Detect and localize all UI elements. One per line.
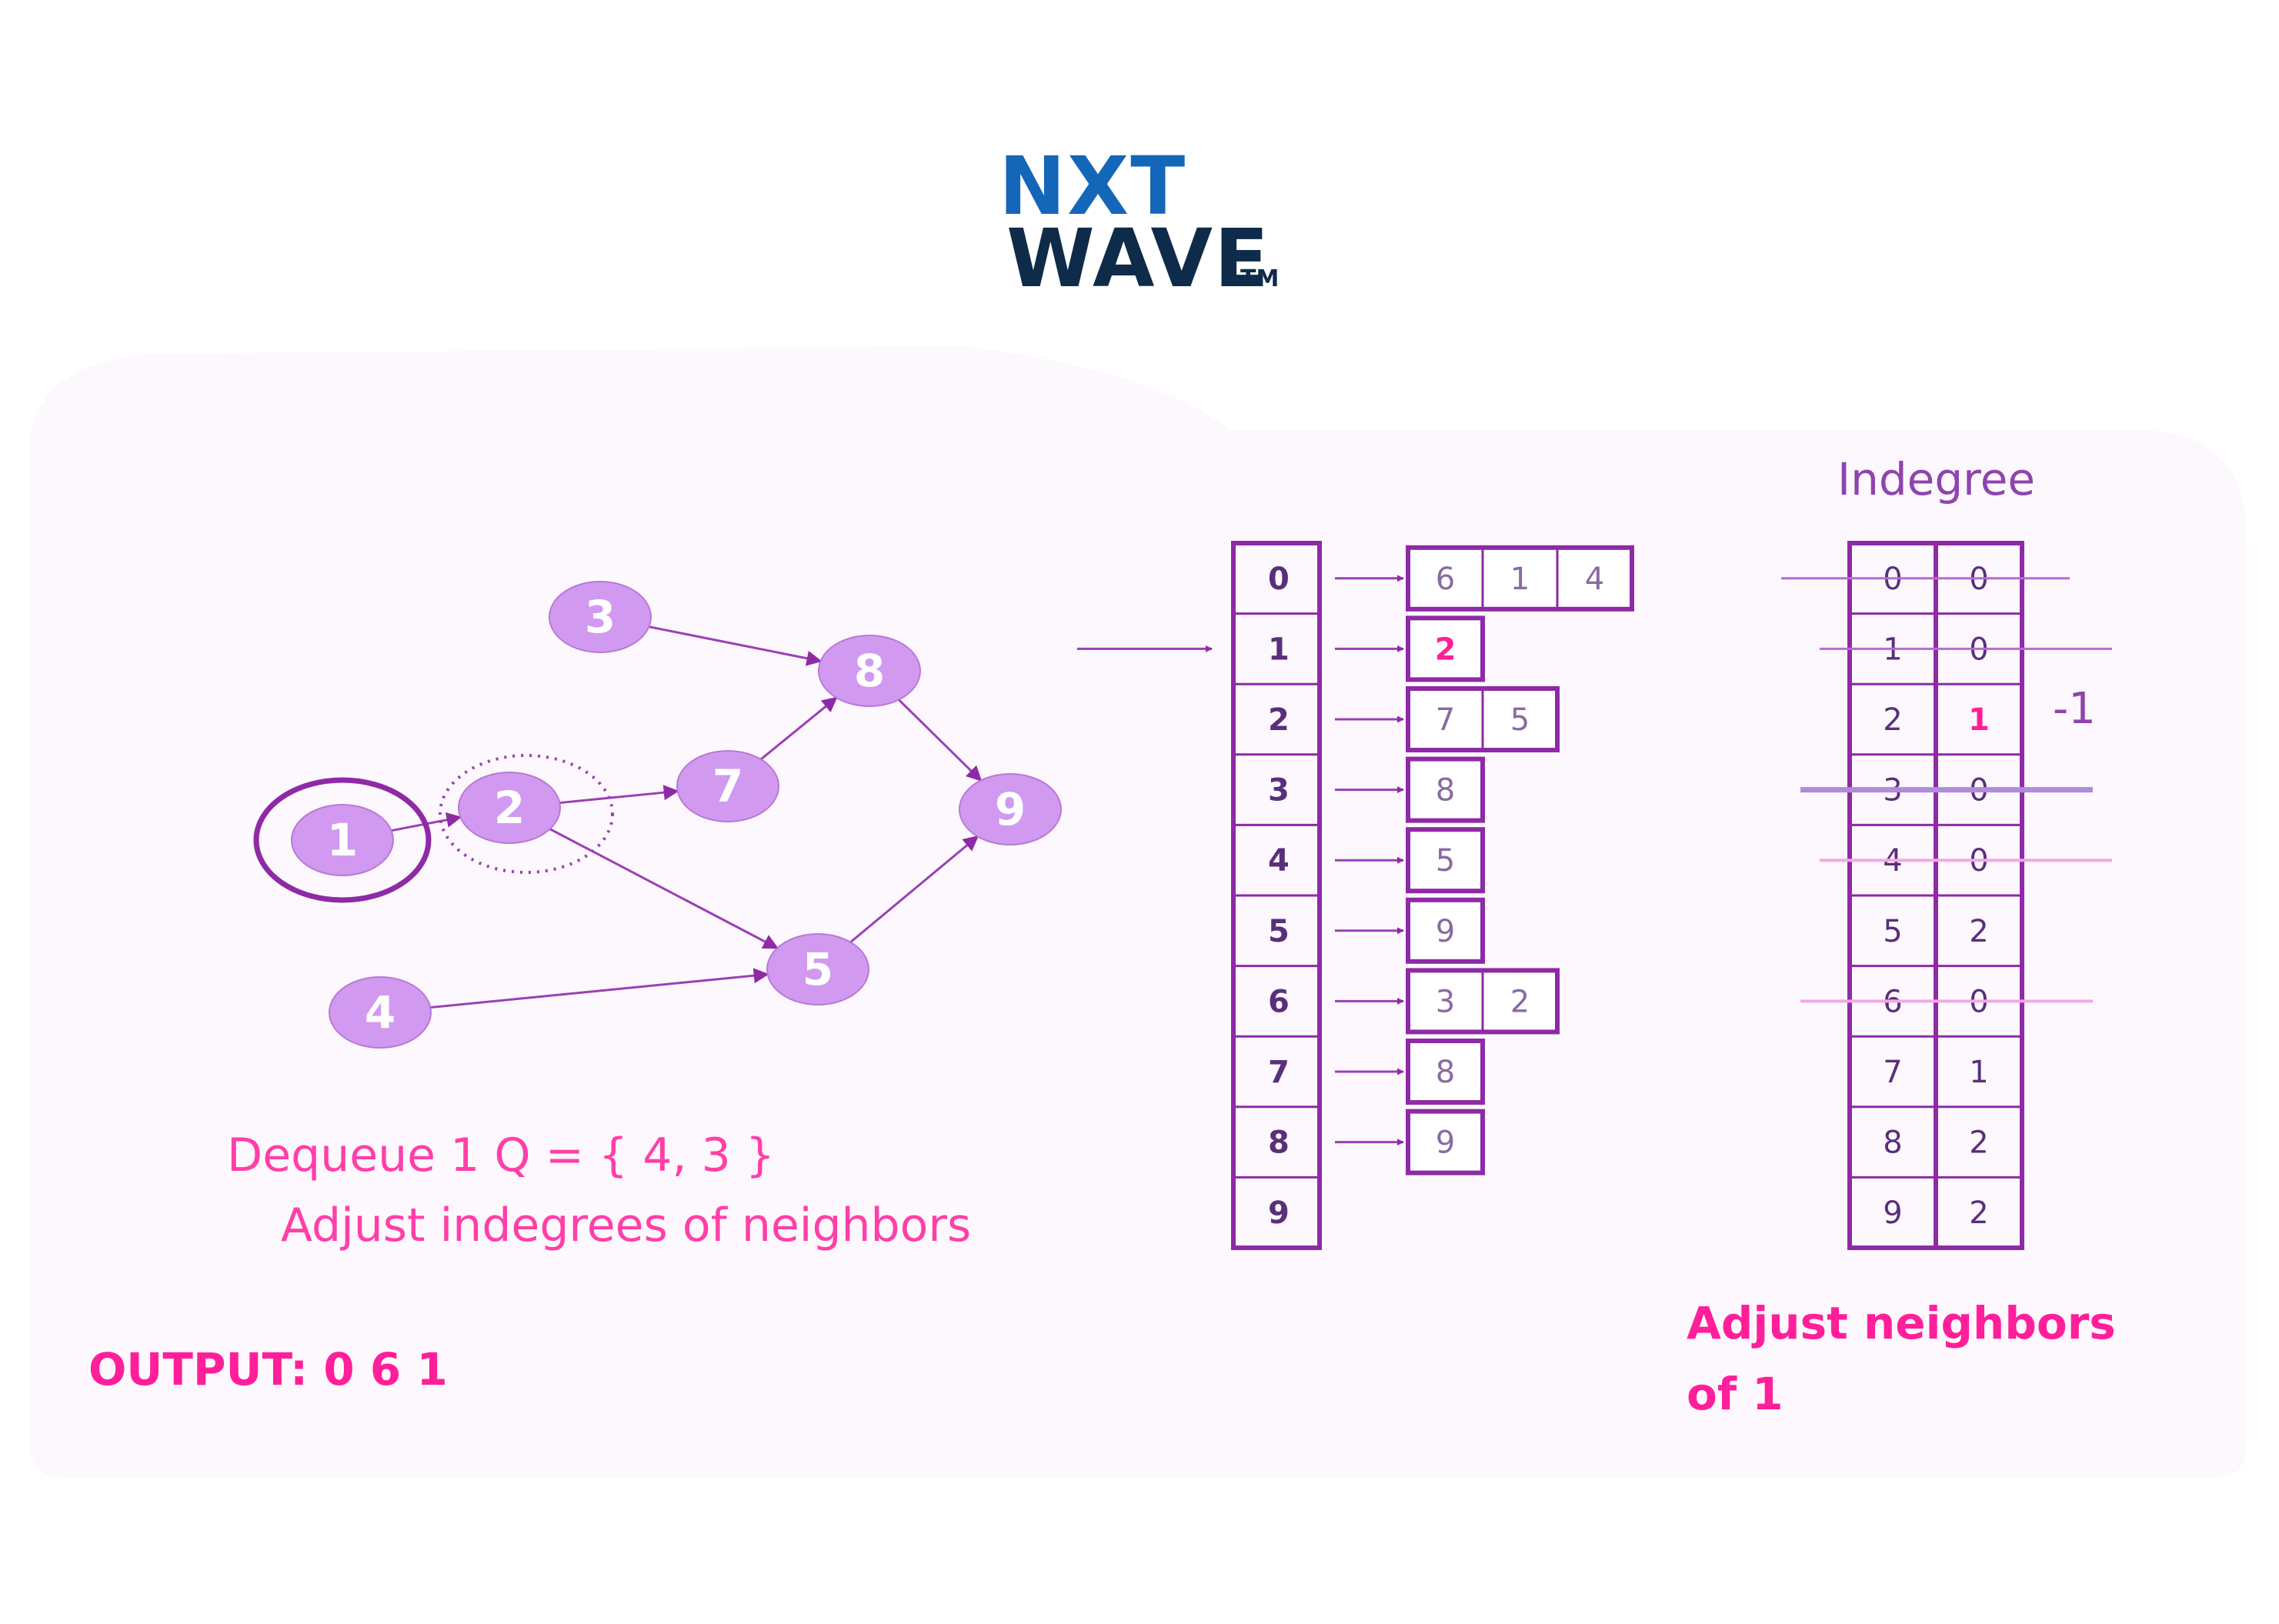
graph-node-shape <box>959 773 1062 845</box>
adjacency-index-2: 2 <box>1268 702 1290 738</box>
graph-node-9: 9 <box>959 773 1062 845</box>
adjust-neighbors-label-2: of 1 <box>1687 1368 1783 1420</box>
adjacency-value: 2 <box>1435 632 1456 667</box>
indegree-index-7: 7 <box>1883 1055 1902 1090</box>
graph-node-label: 8 <box>854 645 885 697</box>
adjacency-value: 4 <box>1585 562 1604 597</box>
adjacency-index-7: 7 <box>1268 1055 1290 1090</box>
indegree-change-label: -1 <box>2053 684 2096 734</box>
graph-node-4: 4 <box>329 976 432 1049</box>
adjacency-list-8 <box>1406 1109 1485 1175</box>
logo-trademark: TM <box>1240 265 1279 292</box>
adjacency-value: 8 <box>1436 1055 1455 1090</box>
graph-node-shape <box>458 772 561 844</box>
adjacency-value: 5 <box>1436 843 1455 879</box>
graph-node-shape <box>329 976 432 1049</box>
graph-node-shape <box>818 635 921 707</box>
adjacency-index-8: 8 <box>1268 1125 1290 1161</box>
indegree-title: Indegree <box>1837 453 2035 505</box>
adjacency-list-1 <box>1406 615 1485 682</box>
graph-node-2: 2 <box>458 772 561 844</box>
neighbor-dotted-ring <box>439 754 614 874</box>
adjacency-value: 7 <box>1436 702 1455 738</box>
adjacency-value: 8 <box>1436 773 1455 809</box>
graph-node-label: 4 <box>365 986 395 1039</box>
indegree-value-8: 2 <box>1969 1125 1988 1161</box>
edge-4-5 <box>430 968 769 1009</box>
graph-node-label: 5 <box>802 943 833 995</box>
graph-node-label: 2 <box>494 782 525 834</box>
adjacency-value: 1 <box>1510 562 1530 597</box>
indegree-index-5: 5 <box>1883 914 1902 949</box>
graph-node-shape <box>291 804 394 876</box>
edge-5-9 <box>849 835 979 943</box>
adjacency-value: 9 <box>1436 1125 1455 1161</box>
adjacency-value: 3 <box>1436 984 1455 1019</box>
adjacency-index-6: 6 <box>1268 984 1290 1019</box>
graph-node-1: 1 <box>291 804 394 876</box>
edge-8-9 <box>898 699 983 782</box>
adjacency-list-5 <box>1406 897 1485 964</box>
logo-line2: WAVE <box>1006 212 1270 305</box>
graph-node-5: 5 <box>766 933 869 1005</box>
adjacency-list-4 <box>1406 827 1485 894</box>
graph-node-label: 3 <box>585 591 616 643</box>
adjacency-index-3: 3 <box>1268 773 1290 809</box>
adjacency-list: 0 6 1 4 1 2 2 7 5 3 8 4 5 5 9 6 3 2 7 8 8 9 9 <box>1077 541 1634 1250</box>
indegree-value-2: 1 <box>1968 702 1990 738</box>
indegree-value-9: 2 <box>1969 1195 1988 1231</box>
graph-node-shape <box>676 750 779 822</box>
edge-7-8 <box>759 696 838 761</box>
adjacency-list-3 <box>1406 756 1485 823</box>
graph-node-shape <box>549 581 652 653</box>
adjust-neighbors-label: Adjust neighbors <box>1687 1297 2116 1349</box>
indegree-index-8: 8 <box>1883 1125 1902 1161</box>
current-node-ring <box>253 777 432 903</box>
indegree-table: 00102130405260718292 <box>1781 541 2112 1250</box>
graph-node-label: 9 <box>995 783 1026 835</box>
edge-2-5 <box>549 828 779 949</box>
adjacency-list-7 <box>1406 1039 1485 1105</box>
graph-node-8: 8 <box>818 635 921 707</box>
nxtwave-logo: NXT WAVE TM <box>999 139 1279 305</box>
graph-node-shape <box>766 933 869 1005</box>
graph-node-3: 3 <box>549 581 652 653</box>
adjacency-value: 2 <box>1510 984 1530 1019</box>
adjacency-value: 5 <box>1510 702 1530 738</box>
dequeue-caption: Dequeue 1 Q = { 4, 3 } <box>227 1129 775 1182</box>
adjacency-value: 9 <box>1436 914 1455 949</box>
adjacency-value: 6 <box>1436 562 1455 597</box>
graph-node-7: 7 <box>676 750 779 822</box>
edge-3-8 <box>649 625 823 666</box>
graph-node-label: 1 <box>327 814 358 866</box>
adjacency-list-0 <box>1406 545 1634 612</box>
adjacency-index-0: 0 <box>1268 562 1290 597</box>
output-caption: OUTPUT: 0 6 1 <box>88 1343 448 1396</box>
adjacency-index-4: 4 <box>1268 843 1290 879</box>
adjust-caption: Adjust indegrees of neighbors <box>281 1199 971 1252</box>
adjacency-index-5: 5 <box>1268 914 1290 949</box>
indegree-index-2: 2 <box>1883 702 1902 738</box>
indegree-value-7: 1 <box>1969 1055 1988 1090</box>
logo-line1: NXT <box>999 139 1186 233</box>
dag-graph: 1 2 3 4 5 7 8 9 <box>253 581 1062 1049</box>
edge-2-7 <box>559 785 679 805</box>
adjacency-index-9: 9 <box>1268 1195 1290 1231</box>
graph-node-label: 7 <box>712 760 743 812</box>
adjacency-index-1: 1 <box>1268 632 1290 667</box>
indegree-value-5: 2 <box>1969 914 1988 949</box>
indegree-index-9: 9 <box>1883 1195 1902 1231</box>
